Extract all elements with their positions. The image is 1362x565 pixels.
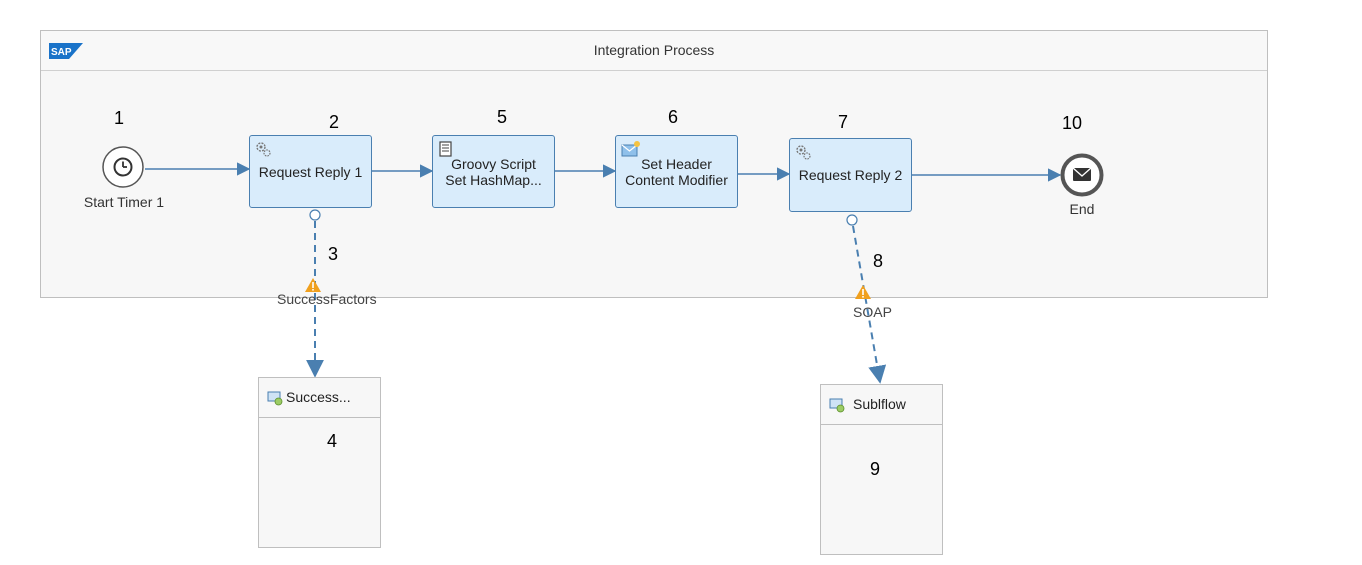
step-number: 2 bbox=[329, 112, 340, 132]
warning-icon bbox=[855, 285, 871, 299]
message-flow-soap bbox=[852, 225, 887, 384]
groovy-script-step[interactable]: Groovy Script Set HashMap... bbox=[432, 135, 555, 208]
receiver-subflow[interactable]: Sublflow 9 bbox=[820, 384, 943, 555]
receiver-header: Sublflow bbox=[821, 385, 942, 425]
receiver-successfactors[interactable]: Success... 4 bbox=[258, 377, 381, 548]
receiver-number: 9 bbox=[870, 459, 881, 479]
step-sublabel: Set HashMap... bbox=[445, 171, 542, 188]
connection-number: 3 bbox=[328, 244, 339, 264]
receiver-number: 4 bbox=[327, 431, 338, 451]
end-message-event[interactable] bbox=[1060, 153, 1104, 197]
step-number: 10 bbox=[1062, 113, 1083, 133]
step-sublabel: Content Modifier bbox=[625, 171, 728, 188]
connection-label-successfactors[interactable]: SuccessFactors bbox=[277, 291, 377, 307]
content-modifier-step[interactable]: Set Header Content Modifier bbox=[615, 135, 738, 208]
connection-port-1 bbox=[309, 209, 321, 221]
connection-label-soap[interactable]: SOAP bbox=[853, 304, 892, 320]
receiver-icon bbox=[267, 391, 283, 406]
receiver-header: Success... bbox=[259, 378, 380, 418]
start-event-label: Start Timer 1 bbox=[83, 194, 165, 210]
receiver-title: Sublflow bbox=[853, 396, 906, 412]
step-label: Set Header bbox=[641, 155, 712, 172]
gear-icon bbox=[256, 142, 271, 157]
connection-port-2 bbox=[846, 214, 858, 226]
warning-icon bbox=[305, 278, 321, 292]
step-number: 6 bbox=[668, 107, 679, 127]
step-label: Request Reply 1 bbox=[258, 163, 363, 180]
connection-number: 8 bbox=[873, 251, 884, 271]
script-icon bbox=[439, 141, 452, 157]
step-label: Request Reply 2 bbox=[798, 167, 903, 183]
receiver-title: Success... bbox=[286, 389, 351, 405]
request-reply-1-step[interactable]: Request Reply 1 bbox=[249, 135, 372, 208]
receiver-icon bbox=[829, 398, 845, 413]
sap-logo: SAP bbox=[49, 43, 83, 59]
clock-icon bbox=[113, 157, 133, 177]
pool-title: Integration Process bbox=[593, 42, 715, 58]
step-number: 1 bbox=[114, 108, 125, 128]
envelope-edit-icon bbox=[621, 141, 640, 157]
step-label: Groovy Script bbox=[451, 155, 536, 172]
gear-icon bbox=[796, 145, 811, 160]
end-event-label: End bbox=[1069, 201, 1095, 217]
step-number: 5 bbox=[497, 107, 508, 127]
envelope-icon bbox=[1072, 167, 1092, 181]
start-timer-event[interactable] bbox=[102, 146, 144, 188]
step-number: 7 bbox=[838, 112, 849, 132]
request-reply-2-step[interactable]: Request Reply 2 bbox=[789, 138, 912, 212]
sap-logo-text: SAP bbox=[51, 47, 72, 58]
pool-header: SAP Integration Process bbox=[41, 31, 1267, 71]
